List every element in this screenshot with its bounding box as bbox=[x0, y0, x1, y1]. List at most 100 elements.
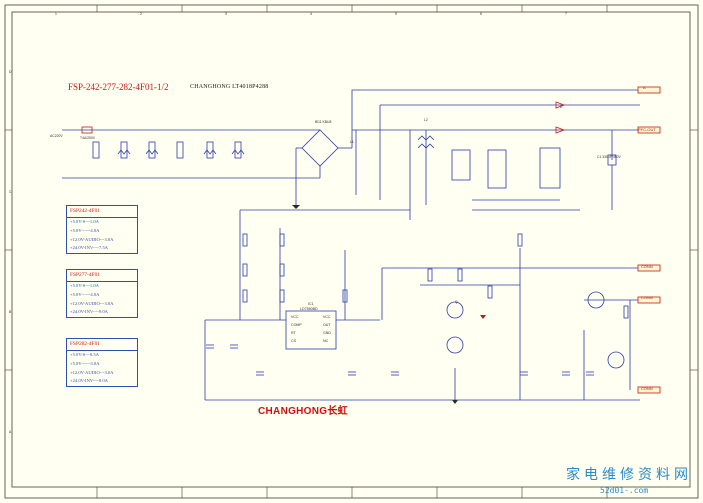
connector-box bbox=[637, 386, 661, 394]
connector-label-conn: CONN bbox=[641, 295, 653, 300]
filter-component bbox=[234, 141, 242, 159]
transistor bbox=[607, 351, 625, 369]
resistor bbox=[342, 289, 348, 303]
resistor bbox=[623, 305, 629, 319]
spec-header: FSP277-4F01 bbox=[67, 270, 137, 282]
wire bbox=[351, 89, 640, 148]
spec-box-fsp277: FSP277-4F01 +5.0V-S---1.0A +5.0V------4.… bbox=[66, 269, 138, 319]
diode-symbol bbox=[555, 101, 566, 109]
choke-coil bbox=[203, 149, 217, 155]
model-title: CHANGHONG LT4018P4288 bbox=[190, 84, 269, 90]
spec-line: +5.0V------3.0A bbox=[70, 360, 100, 366]
part-number-title: FSP-242-277-282-4F01-1/2 bbox=[68, 82, 169, 92]
resistor bbox=[279, 289, 285, 303]
spec-line: +5.0V-S---1.0A bbox=[70, 219, 99, 224]
filter-component bbox=[120, 141, 128, 159]
ic-pin-right: NC bbox=[323, 339, 329, 343]
grid-row-label: B bbox=[9, 310, 12, 314]
connector-box bbox=[637, 264, 661, 272]
transistor bbox=[446, 301, 464, 319]
choke-coil bbox=[231, 149, 245, 155]
connector-box bbox=[637, 86, 661, 94]
brand-latin: CHANGHONG bbox=[258, 406, 328, 417]
grid-row-label: D bbox=[9, 70, 12, 74]
watermark-text: 家电维修资料网 bbox=[566, 467, 692, 483]
ic-pin-right: VCC bbox=[323, 315, 331, 319]
connector-box bbox=[637, 296, 661, 304]
fuse-label: T4A/250V bbox=[80, 136, 96, 140]
spec-line: +5.0V-S---0.5A bbox=[70, 352, 99, 357]
spec-line: +12.0V-AUDIO---3.0A bbox=[70, 369, 114, 375]
connector-box bbox=[637, 126, 661, 134]
filter-component bbox=[148, 141, 156, 159]
component-block bbox=[487, 149, 507, 189]
inductor-label: L1 bbox=[350, 140, 354, 144]
main-cap-label: C1 330uF/450V bbox=[597, 155, 621, 159]
grid-col-label: 1 bbox=[55, 12, 57, 16]
spec-header: FSP282-4F01 bbox=[67, 339, 137, 351]
spec-line: +24.0V-INV----9.0A bbox=[70, 309, 108, 315]
ic-pin-left: COMP bbox=[291, 323, 302, 327]
grid-row-label: C bbox=[9, 190, 12, 194]
ground-symbol bbox=[292, 205, 300, 209]
ground-symbol bbox=[480, 315, 486, 319]
inner-border bbox=[11, 11, 691, 488]
ic-body bbox=[285, 310, 337, 350]
grid-col-label: 6 bbox=[480, 12, 482, 16]
spec-line: +5.0V-S---1.0A bbox=[70, 283, 99, 288]
resistor bbox=[242, 263, 248, 277]
transistor bbox=[446, 336, 464, 354]
bridge-label: BD1 KBU8 bbox=[315, 120, 332, 124]
brand-chinese: 长虹 bbox=[327, 406, 348, 417]
spec-line: +12.0V-AUDIO---3.0A bbox=[70, 300, 114, 306]
outer-border bbox=[4, 4, 699, 499]
ic-pin-left: CS bbox=[291, 339, 296, 343]
connector-label-conn: CONN bbox=[641, 386, 653, 391]
resistor bbox=[517, 233, 523, 247]
ic-pin-left: VCC bbox=[291, 315, 299, 319]
connector-label-pfc: PFC-OUT bbox=[638, 127, 656, 132]
spec-box-fsp282: FSP282-4F01 +5.0V-S---0.5A +5.0V------3.… bbox=[66, 338, 138, 388]
choke-coil bbox=[117, 149, 131, 155]
grid-col-label: 4 bbox=[310, 12, 312, 16]
resistor bbox=[487, 285, 493, 299]
watermark-url: 52d01-.com bbox=[600, 486, 649, 495]
resistor bbox=[279, 233, 285, 247]
resistor bbox=[242, 289, 248, 303]
component-block bbox=[451, 149, 471, 181]
input-label: AC220V bbox=[50, 134, 63, 138]
grid-col-label: 7 bbox=[565, 12, 567, 16]
choke-coil bbox=[145, 149, 159, 155]
resistor bbox=[427, 268, 433, 282]
spec-line: +24.0V-INV----8.0A bbox=[70, 378, 108, 384]
brand-logo: CHANGHONG长虹 bbox=[258, 402, 348, 417]
filter-component bbox=[206, 141, 214, 159]
transistor bbox=[587, 291, 605, 309]
ic-part: LD7550BD bbox=[300, 307, 318, 311]
grid-col-label: 2 bbox=[140, 12, 142, 16]
connector-label-conn: CONN bbox=[641, 264, 653, 269]
resistor bbox=[457, 268, 463, 282]
filter-component bbox=[92, 141, 100, 159]
spec-header: FSP242-4F01 bbox=[67, 206, 137, 218]
ic-pin-right: GND bbox=[323, 331, 331, 335]
ic-name: IC1 bbox=[308, 302, 314, 306]
filter-component bbox=[176, 141, 184, 159]
diode-label: D bbox=[560, 105, 563, 109]
ic-pin-right: OUT bbox=[323, 323, 331, 327]
ground-symbol bbox=[452, 400, 458, 404]
ic-pin-left: RT bbox=[291, 331, 296, 335]
grid-col-label: 3 bbox=[225, 12, 227, 16]
transistor-label: Q bbox=[455, 300, 458, 304]
connector-label-a: A bbox=[643, 85, 646, 90]
diode-symbol bbox=[555, 126, 566, 134]
grid-row-label: A bbox=[9, 430, 12, 434]
spec-box-fsp242: FSP242-4F01 +5.0V-S---1.0A +5.0V------4.… bbox=[66, 205, 138, 255]
transformer-label: L2 bbox=[424, 118, 428, 122]
spec-line: +12.0V-AUDIO---3.0A bbox=[70, 236, 114, 242]
resistor bbox=[279, 263, 285, 277]
resistor bbox=[242, 233, 248, 247]
grid-col-label: 5 bbox=[395, 12, 397, 16]
